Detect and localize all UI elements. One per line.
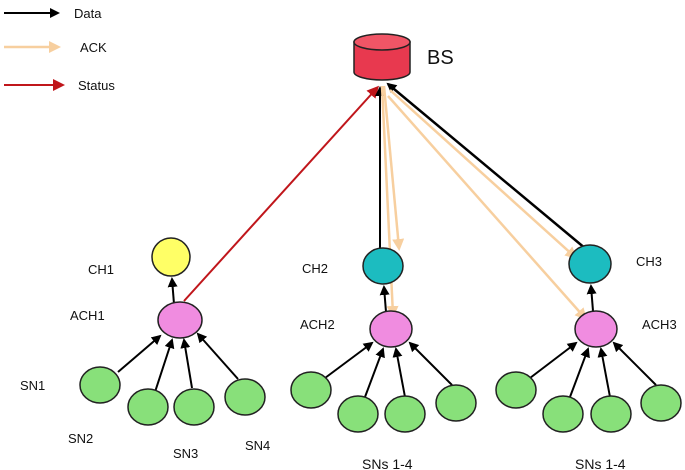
sn-b-node: [337, 395, 379, 433]
data-link-sn1-ach1: [117, 334, 162, 373]
status-link-ach1-bs: [183, 85, 380, 302]
sn2-label: SN2: [68, 431, 93, 446]
sn-a-node: [290, 371, 332, 409]
data-link-sn4-ach1: [196, 332, 239, 380]
data-link-sn-f-ach3: [569, 347, 590, 398]
data-link-sn-g-ach3: [597, 347, 611, 398]
data-link-sn-e-ach3: [529, 341, 578, 379]
data-link-ach2-ch2: [379, 285, 390, 313]
ch1-label: CH1: [88, 262, 114, 277]
ch3-label: CH3: [636, 254, 662, 269]
legend-data-label: Data: [74, 6, 102, 21]
legend: Data ACK Status: [4, 6, 115, 93]
sn-f-node: [542, 395, 584, 433]
data-link-sn-h-ach3: [612, 341, 657, 386]
ch2-node: [362, 247, 404, 285]
ach3-node: [574, 310, 618, 348]
sn2-node: [127, 388, 169, 426]
ch3-node: [568, 244, 612, 284]
sn1-node: [79, 366, 121, 404]
cluster-1: CH1 ACH1 SN1 SN2 SN3 SN4: [20, 237, 270, 461]
sn-h-node: [640, 384, 682, 422]
cluster-2: CH2 ACH2 SNs 1-4: [290, 247, 477, 470]
sn3-node: [173, 388, 215, 426]
data-link-sn-c-ach2: [392, 347, 406, 398]
legend-status-label: Status: [78, 78, 115, 93]
cluster-2-sn-label: SNs 1-4: [362, 456, 413, 470]
sn-g-node: [590, 395, 632, 433]
base-station-label: BS: [427, 47, 454, 69]
data-link-sn-a-ach2: [324, 341, 374, 379]
data-link-ach3-ch3: [586, 284, 597, 312]
ach1-node: [157, 301, 203, 339]
sn-d-node: [435, 384, 477, 422]
ach2-node: [369, 310, 413, 348]
ch1-node: [151, 237, 191, 277]
ack-link-bs-ch3: [389, 89, 578, 260]
ack-link-bs-ch2: [382, 85, 405, 251]
data-link-sn2-ach1: [154, 338, 175, 393]
sn-c-node: [384, 395, 426, 433]
legend-ack-label: ACK: [80, 40, 107, 55]
ack-link-bs-ach3: [387, 95, 587, 321]
sn3-label: SN3: [173, 446, 198, 461]
ach2-label: ACH2: [300, 317, 335, 332]
sn-e-node: [495, 371, 537, 409]
sn1-label: SN1: [20, 378, 45, 393]
base-station-icon: [353, 33, 411, 81]
data-link-sn-d-ach2: [408, 341, 453, 386]
cluster-3: CH3 ACH3 SNs 1-4: [495, 244, 682, 470]
data-link-sn3-ach1: [180, 338, 193, 389]
sn4-label: SN4: [245, 438, 270, 453]
data-link-ch3-bs: [386, 82, 587, 250]
ach1-label: ACH1: [70, 308, 105, 323]
ch2-label: CH2: [302, 261, 328, 276]
data-link-ach1-ch1: [167, 277, 178, 305]
sn4-node: [224, 378, 266, 416]
cluster-3-sn-label: SNs 1-4: [575, 456, 626, 470]
data-link-sn-b-ach2: [364, 347, 385, 398]
ach3-label: ACH3: [642, 317, 677, 332]
